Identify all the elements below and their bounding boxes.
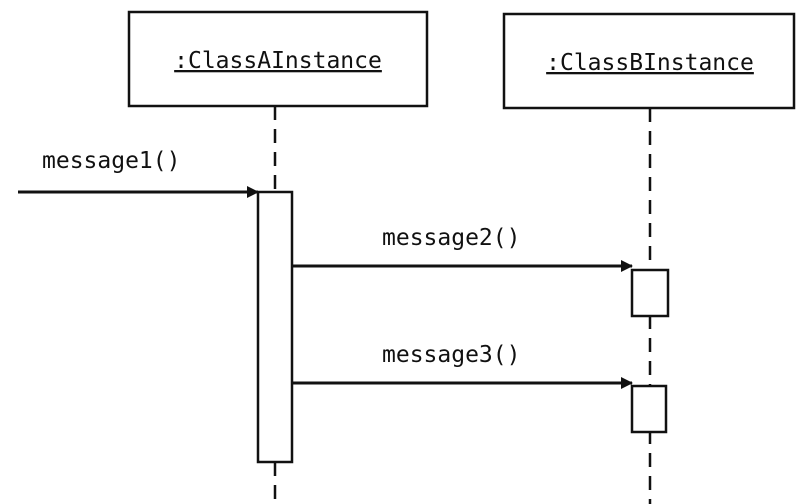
message-2: message2() — [292, 225, 633, 272]
activation-bar-b-1 — [630, 268, 670, 318]
message-3-label: message3() — [382, 342, 520, 368]
message-1-label: message1() — [42, 148, 180, 174]
message-1: message1() — [18, 148, 259, 198]
participant-b: :ClassBInstance — [502, 12, 796, 110]
message-2-label: message2() — [382, 225, 520, 251]
activation-bar-a — [256, 190, 294, 464]
message-3: message3() — [292, 342, 633, 389]
participant-a: :ClassAInstance — [127, 10, 429, 108]
activation-bar-b-2 — [630, 384, 668, 434]
participant-b-label: :ClassBInstance — [546, 50, 754, 76]
participant-a-box — [127, 10, 429, 108]
participant-b-box — [502, 12, 796, 110]
participant-a-label: :ClassAInstance — [174, 48, 382, 74]
